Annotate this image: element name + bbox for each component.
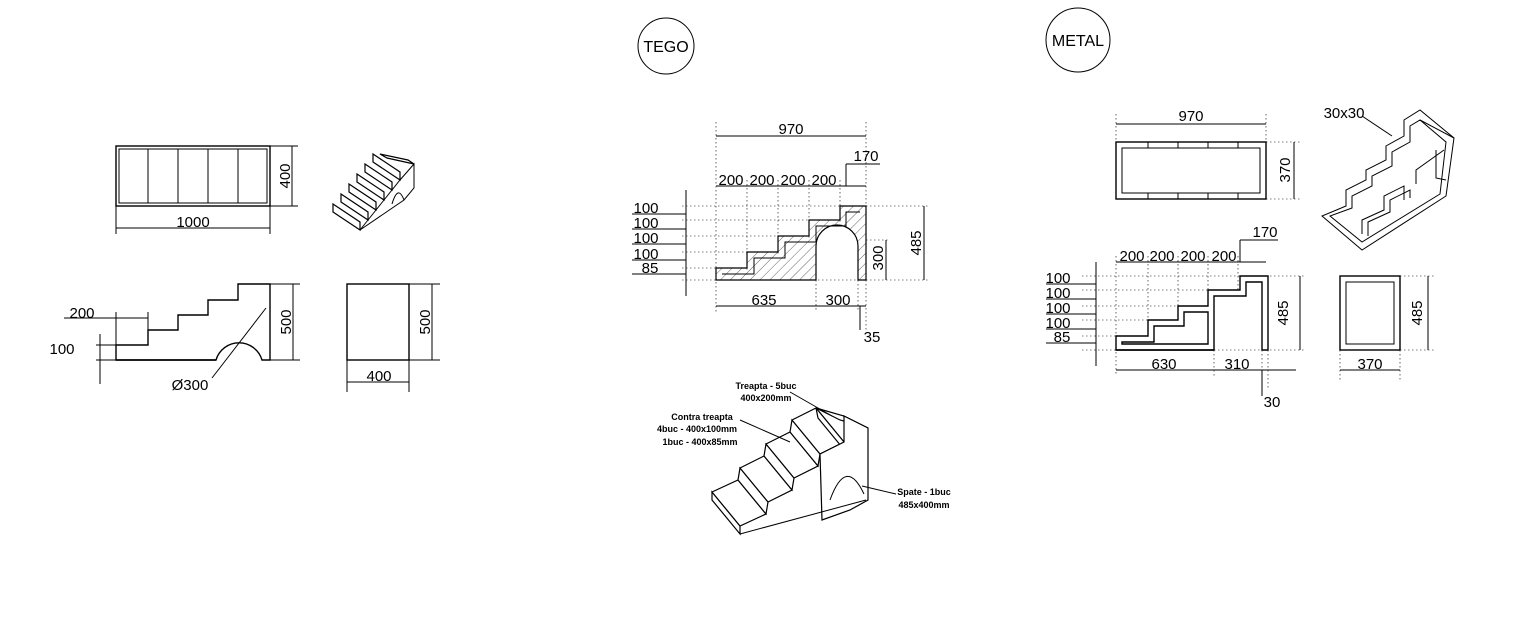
dim-tego-run-3: 200 <box>780 172 805 189</box>
dim-metal-base-right: 310 <box>1224 356 1249 373</box>
dim-tego-rise-1: 100 <box>633 200 658 217</box>
dim-metal-run-2: 200 <box>1149 248 1174 265</box>
dim-tego-rise-2: 100 <box>633 215 658 232</box>
dim-metal-run-1: 200 <box>1119 248 1144 265</box>
dim-tego-base-left: 635 <box>751 292 776 309</box>
title-tego: TEGO <box>643 39 688 56</box>
dim-metal-run-3: 200 <box>1180 248 1205 265</box>
left-side-view: 500 400 <box>346 283 440 392</box>
dim-metal-depth: 370 <box>1277 157 1294 182</box>
dim-left-rise: 100 <box>49 341 74 358</box>
dim-left-arch: Ø300 <box>172 377 209 394</box>
dim-metal-rise-2: 100 <box>1045 285 1070 302</box>
dim-metal-rise-5: 85 <box>1054 329 1071 346</box>
dim-tego-run-4: 200 <box>811 172 836 189</box>
dim-tego-width: 970 <box>778 121 803 138</box>
left-front-view: 200 100 500 Ø300 <box>49 283 300 394</box>
dim-tego-thickness: 35 <box>864 329 881 346</box>
label-contra-1: Contra treapta <box>671 412 734 422</box>
label-contra-3: 1buc - 400x85mm <box>662 437 737 447</box>
label-treapta-1: Treapta - 5buc <box>735 381 796 391</box>
dim-left-width: 1000 <box>176 214 209 231</box>
tego-section: TEGO 970 170 200 200 200 200 <box>632 17 951 536</box>
dim-metal-height: 485 <box>1275 300 1292 325</box>
dim-metal-rise-4: 100 <box>1045 315 1070 332</box>
dim-metal-side-width: 370 <box>1357 356 1382 373</box>
metal-section: METAL 970 370 30x30 <box>1045 7 1455 411</box>
title-metal: METAL <box>1052 33 1104 50</box>
dim-tego-rise-4: 100 <box>633 246 658 263</box>
left-iso-view <box>332 152 415 232</box>
dim-metal-side-height: 485 <box>1409 300 1426 325</box>
dim-metal-rise-3: 100 <box>1045 300 1070 317</box>
dim-metal-thickness: 30 <box>1264 394 1281 411</box>
dim-metal-run-4: 200 <box>1211 248 1236 265</box>
dim-left-height: 500 <box>278 309 295 334</box>
label-spate-2: 485x400mm <box>898 500 949 510</box>
dim-metal-rise-1: 100 <box>1045 270 1070 287</box>
left-top-view: 1000 400 <box>115 145 298 234</box>
dim-tego-height: 485 <box>908 230 925 255</box>
dim-tego-rise-3: 100 <box>633 230 658 247</box>
dim-tego-run-1: 200 <box>718 172 743 189</box>
dim-left-depth: 400 <box>277 163 294 188</box>
label-treapta-2: 400x200mm <box>740 393 791 403</box>
dim-tego-offset: 170 <box>853 148 878 165</box>
metal-iso-view <box>1321 109 1455 251</box>
dim-left-side-width: 400 <box>366 368 391 385</box>
dim-left-side-height: 500 <box>417 309 434 334</box>
dim-tego-rise-5: 85 <box>642 260 659 277</box>
dim-metal-offset: 170 <box>1252 224 1277 241</box>
dim-tego-arch: 300 <box>870 245 887 270</box>
label-metal-profile: 30x30 <box>1324 105 1365 122</box>
dim-tego-run-2: 200 <box>749 172 774 189</box>
dim-metal-width: 970 <box>1178 108 1203 125</box>
left-views: 1000 400 200 <box>49 145 440 394</box>
tego-iso-view <box>711 407 869 536</box>
label-contra-2: 4buc - 400x100mm <box>657 424 737 434</box>
dim-tego-base-right: 300 <box>825 292 850 309</box>
dim-metal-base-left: 630 <box>1151 356 1176 373</box>
label-spate-1: Spate - 1buc <box>897 487 951 497</box>
dim-left-run: 200 <box>69 305 94 322</box>
